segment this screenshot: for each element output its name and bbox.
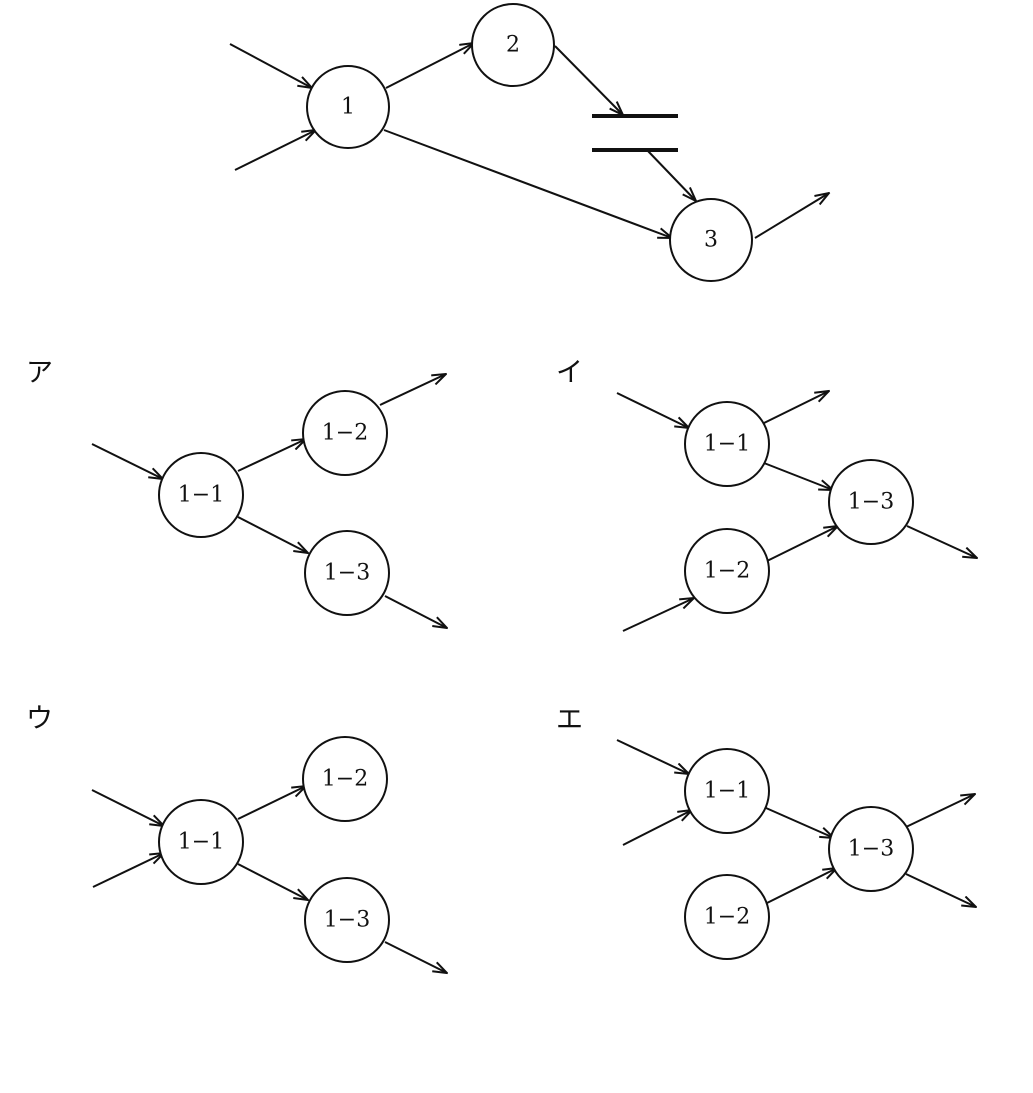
option-e-node-1-3: 1−3	[828, 806, 914, 892]
option-a-node-1-3-label: 1−3	[324, 561, 370, 586]
option-a-input-arrow	[91, 443, 163, 479]
option-a-arrow-1-1-to-1-2	[237, 439, 306, 472]
process-node-2-label: 2	[506, 33, 520, 58]
option-i-label: イ	[556, 358, 583, 389]
option-u-node-1-2-label: 1−2	[322, 767, 368, 792]
option-i-node-1-2: 1−2	[684, 528, 770, 614]
option-i-node-1-1: 1−1	[684, 401, 770, 487]
option-u-arrow-1-3-output	[384, 941, 447, 973]
arrow-3-output	[754, 193, 829, 239]
option-a-label: ア	[26, 358, 53, 389]
option-u-node-1-1: 1−1	[158, 799, 244, 885]
option-e-node-1-1: 1−1	[684, 748, 770, 834]
option-e-arrow-1-3-output-2	[905, 873, 976, 907]
process-node-3: 3	[669, 198, 753, 282]
process-node-1-label: 1	[341, 95, 355, 120]
option-a-arrow-1-2-output	[379, 374, 446, 406]
option-i-node-1-3: 1−3	[828, 459, 914, 545]
option-i-arrow-1-2-to-1-3	[766, 526, 838, 562]
option-e-node-1-3-label: 1−3	[848, 837, 894, 862]
top-input-arrow-2	[234, 130, 316, 171]
option-u-input-arrow-2	[92, 853, 164, 888]
top-diagram: 1 2 3	[229, 3, 829, 282]
option-e-arrow-1-1-to-1-3	[765, 807, 834, 838]
option-e-arrow-1-3-output-1	[905, 794, 975, 828]
option-u-node-1-3: 1−3	[304, 877, 390, 963]
process-node-3-label: 3	[704, 228, 718, 253]
option-a-node-1-2: 1−2	[302, 390, 388, 476]
option-i: イ 1−1 1−2 1−3	[556, 358, 977, 632]
option-i-arrow-1-3-output	[906, 525, 977, 558]
option-u-input-arrow-1	[91, 789, 164, 826]
process-node-1: 1	[306, 65, 390, 149]
option-e-input-arrow-1	[616, 739, 689, 774]
option-a-node-1-1: 1−1	[158, 452, 244, 538]
option-e: エ 1−1 1−2 1−3	[556, 705, 976, 960]
option-u-arrow-1-1-to-1-2	[237, 786, 306, 820]
process-node-2: 2	[471, 3, 555, 87]
option-i-input-arrow-1-2	[622, 598, 694, 632]
arrow-2-to-store	[554, 45, 623, 115]
option-a-node-1-1-label: 1−1	[178, 483, 224, 508]
option-a-arrow-1-3-output	[384, 595, 447, 628]
option-e-node-1-1-label: 1−1	[704, 779, 750, 804]
option-u-node-1-1-label: 1−1	[178, 830, 224, 855]
arrow-store-to-3	[646, 149, 696, 201]
option-e-node-1-2: 1−2	[684, 874, 770, 960]
option-u: ウ 1−1 1−2 1−3	[26, 704, 447, 974]
option-a-node-1-3: 1−3	[304, 530, 390, 616]
option-a-node-1-2-label: 1−2	[322, 421, 368, 446]
option-i-node-1-2-label: 1−2	[704, 559, 750, 584]
option-e-node-1-2-label: 1−2	[704, 905, 750, 930]
option-a: ア 1−1 1−2 1−3	[26, 358, 447, 629]
top-input-arrow-1	[229, 43, 312, 88]
option-i-arrow-1-1-output	[763, 391, 829, 424]
option-a-arrow-1-1-to-1-3	[237, 516, 308, 553]
option-u-node-1-3-label: 1−3	[324, 908, 370, 933]
option-i-node-1-1-label: 1−1	[704, 432, 750, 457]
arrow-1-to-2	[385, 43, 474, 89]
option-u-node-1-2: 1−2	[302, 736, 388, 822]
option-u-arrow-1-1-to-1-3	[237, 863, 308, 900]
option-e-input-arrow-2	[622, 810, 692, 846]
option-i-node-1-3-label: 1−3	[848, 490, 894, 515]
option-e-label: エ	[556, 705, 583, 736]
option-i-arrow-1-1-to-1-3	[763, 462, 833, 490]
option-i-input-arrow-1-1	[616, 392, 689, 428]
arrow-1-to-3	[383, 129, 672, 238]
option-u-label: ウ	[26, 704, 53, 735]
option-e-arrow-1-2-to-1-3	[766, 868, 837, 904]
